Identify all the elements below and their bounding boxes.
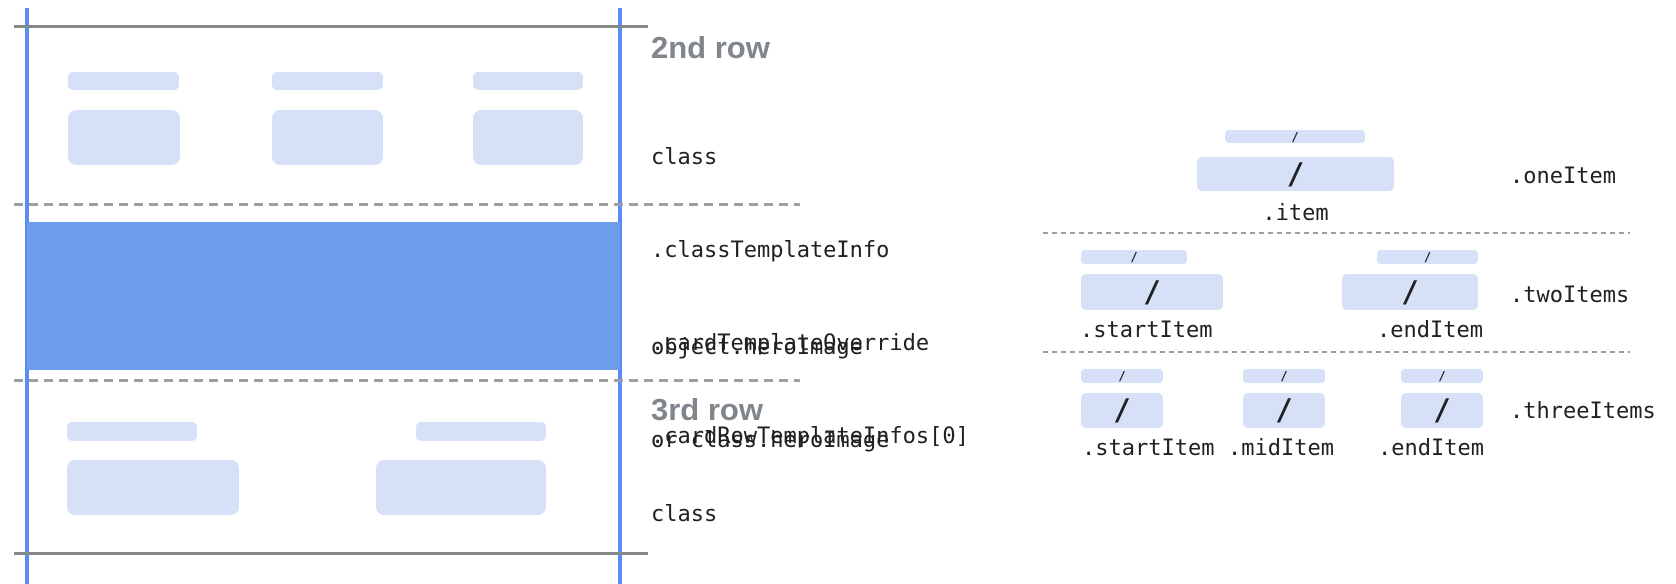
hero-image-band: [27, 222, 620, 370]
row2-col2-label-bar: [272, 72, 383, 90]
oneitem-item-label: .item: [1262, 201, 1329, 226]
row2-path-line: class: [651, 145, 718, 170]
row3-end-label-bar: [416, 422, 546, 441]
threeitems-mid-body-bar: /: [1243, 393, 1325, 428]
row2-path-line: .classTemplateInfo: [651, 238, 890, 263]
oneitem-item-header-bar: /: [1225, 130, 1365, 143]
twoitems-end-label: .endItem: [1377, 318, 1483, 343]
slash-glyph: /: [1275, 393, 1293, 427]
hero-path-line: object.heroImage: [651, 335, 863, 360]
oneitem-twoitems-divider-dashed-line: [1043, 232, 1630, 234]
row3-path-line: class: [651, 502, 718, 527]
slash-glyph: /: [1433, 393, 1451, 427]
threeitems-mid-header-bar: /: [1243, 369, 1325, 383]
row2-col2-value-bar: [272, 110, 383, 165]
card-bottom-boundary-line: [14, 552, 648, 555]
twoitems-layout-label: .twoItems: [1510, 283, 1630, 308]
threeitems-start-label: .startItem: [1082, 436, 1215, 461]
threeitems-start-body-bar: /: [1081, 393, 1163, 428]
row2-col1-label-bar: [68, 72, 179, 90]
card-top-boundary-line: [14, 25, 648, 28]
threeitems-layout-label: .threeItems: [1510, 399, 1656, 424]
twoitems-start-label: .startItem: [1080, 318, 1213, 343]
threeitems-start-header-bar: /: [1081, 369, 1163, 383]
card-right-guide-line: [618, 8, 622, 584]
row3-end-value-bar: [376, 460, 546, 515]
twoitems-start-body-bar: /: [1081, 274, 1223, 310]
slash-glyph: /: [1118, 369, 1126, 383]
row2-col3-label-bar: [473, 72, 583, 90]
threeitems-end-header-bar: /: [1401, 369, 1483, 383]
slash-glyph: /: [1130, 250, 1138, 264]
slash-glyph: /: [1438, 369, 1446, 383]
slash-glyph: /: [1143, 274, 1161, 309]
oneitem-layout-label: .oneItem: [1510, 164, 1616, 189]
twoitems-start-header-bar: /: [1081, 250, 1187, 264]
slash-glyph: /: [1113, 393, 1131, 427]
hero-field-path: object.heroImage or class.heroImage: [651, 270, 889, 518]
row3-start-label-bar: [67, 422, 197, 441]
row2-field-path: class .classTemplateInfo .cardTemplateOv…: [651, 80, 969, 514]
twoitems-threeitems-divider-dashed-line: [1043, 351, 1630, 353]
slash-glyph: /: [1286, 156, 1305, 191]
slash-glyph: /: [1401, 274, 1419, 309]
slash-glyph: /: [1423, 250, 1432, 264]
row3-heading: 3rd row: [651, 392, 763, 427]
row2-path-line: .cardTemplateOverride: [651, 331, 930, 356]
threeitems-end-label: .endItem: [1378, 436, 1484, 461]
hero-row3-divider-dashed-line: [14, 379, 800, 382]
row2-col3-value-bar: [473, 110, 583, 165]
hero-path-line: or class.heroImage: [651, 428, 890, 453]
twoitems-end-header-bar: /: [1377, 250, 1478, 264]
row2-heading: 2nd row: [651, 30, 770, 65]
row3-start-value-bar: [67, 460, 239, 515]
row3-field-path: class .classTemplateInfo .cardTemplateOv…: [651, 440, 969, 584]
threeitems-end-body-bar: /: [1401, 393, 1483, 428]
row2-hero-divider-dashed-line: [14, 203, 800, 206]
twoitems-end-body-bar: /: [1342, 274, 1478, 310]
row2-path-line: .cardRowTemplateInfos[0]: [651, 424, 969, 449]
row2-col1-value-bar: [68, 110, 180, 165]
slash-glyph: /: [1280, 369, 1288, 383]
threeitems-mid-label: .midItem: [1228, 436, 1334, 461]
slash-glyph: /: [1291, 129, 1299, 144]
oneitem-item-body-bar: /: [1197, 157, 1394, 191]
